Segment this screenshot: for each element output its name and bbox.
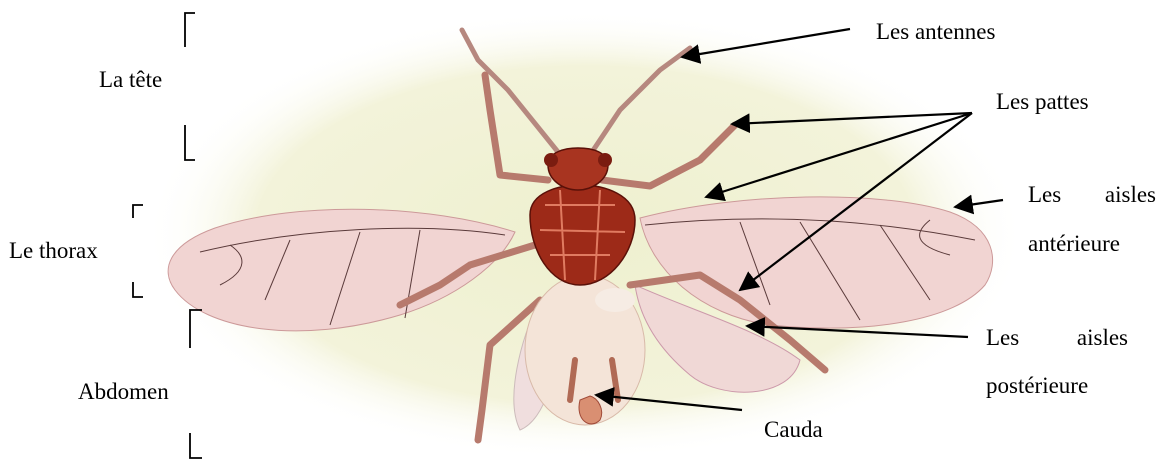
thorax-bracket [133, 205, 143, 297]
label-cauda: Cauda [764, 418, 823, 441]
label-head: La tête [99, 68, 162, 91]
label-thorax: Le thorax [9, 239, 98, 262]
label-legs: Les pattes [996, 90, 1089, 113]
label-forewings-line2: antérieure [1028, 232, 1120, 255]
label-hindwings-line2: postérieure [986, 374, 1088, 397]
label-forewings-line1: Les aisles [1028, 183, 1156, 206]
label-hindwings-line1: Les aisles [986, 326, 1128, 349]
label-abdomen: Abdomen [78, 380, 169, 403]
label-antennae: Les antennes [876, 20, 995, 43]
